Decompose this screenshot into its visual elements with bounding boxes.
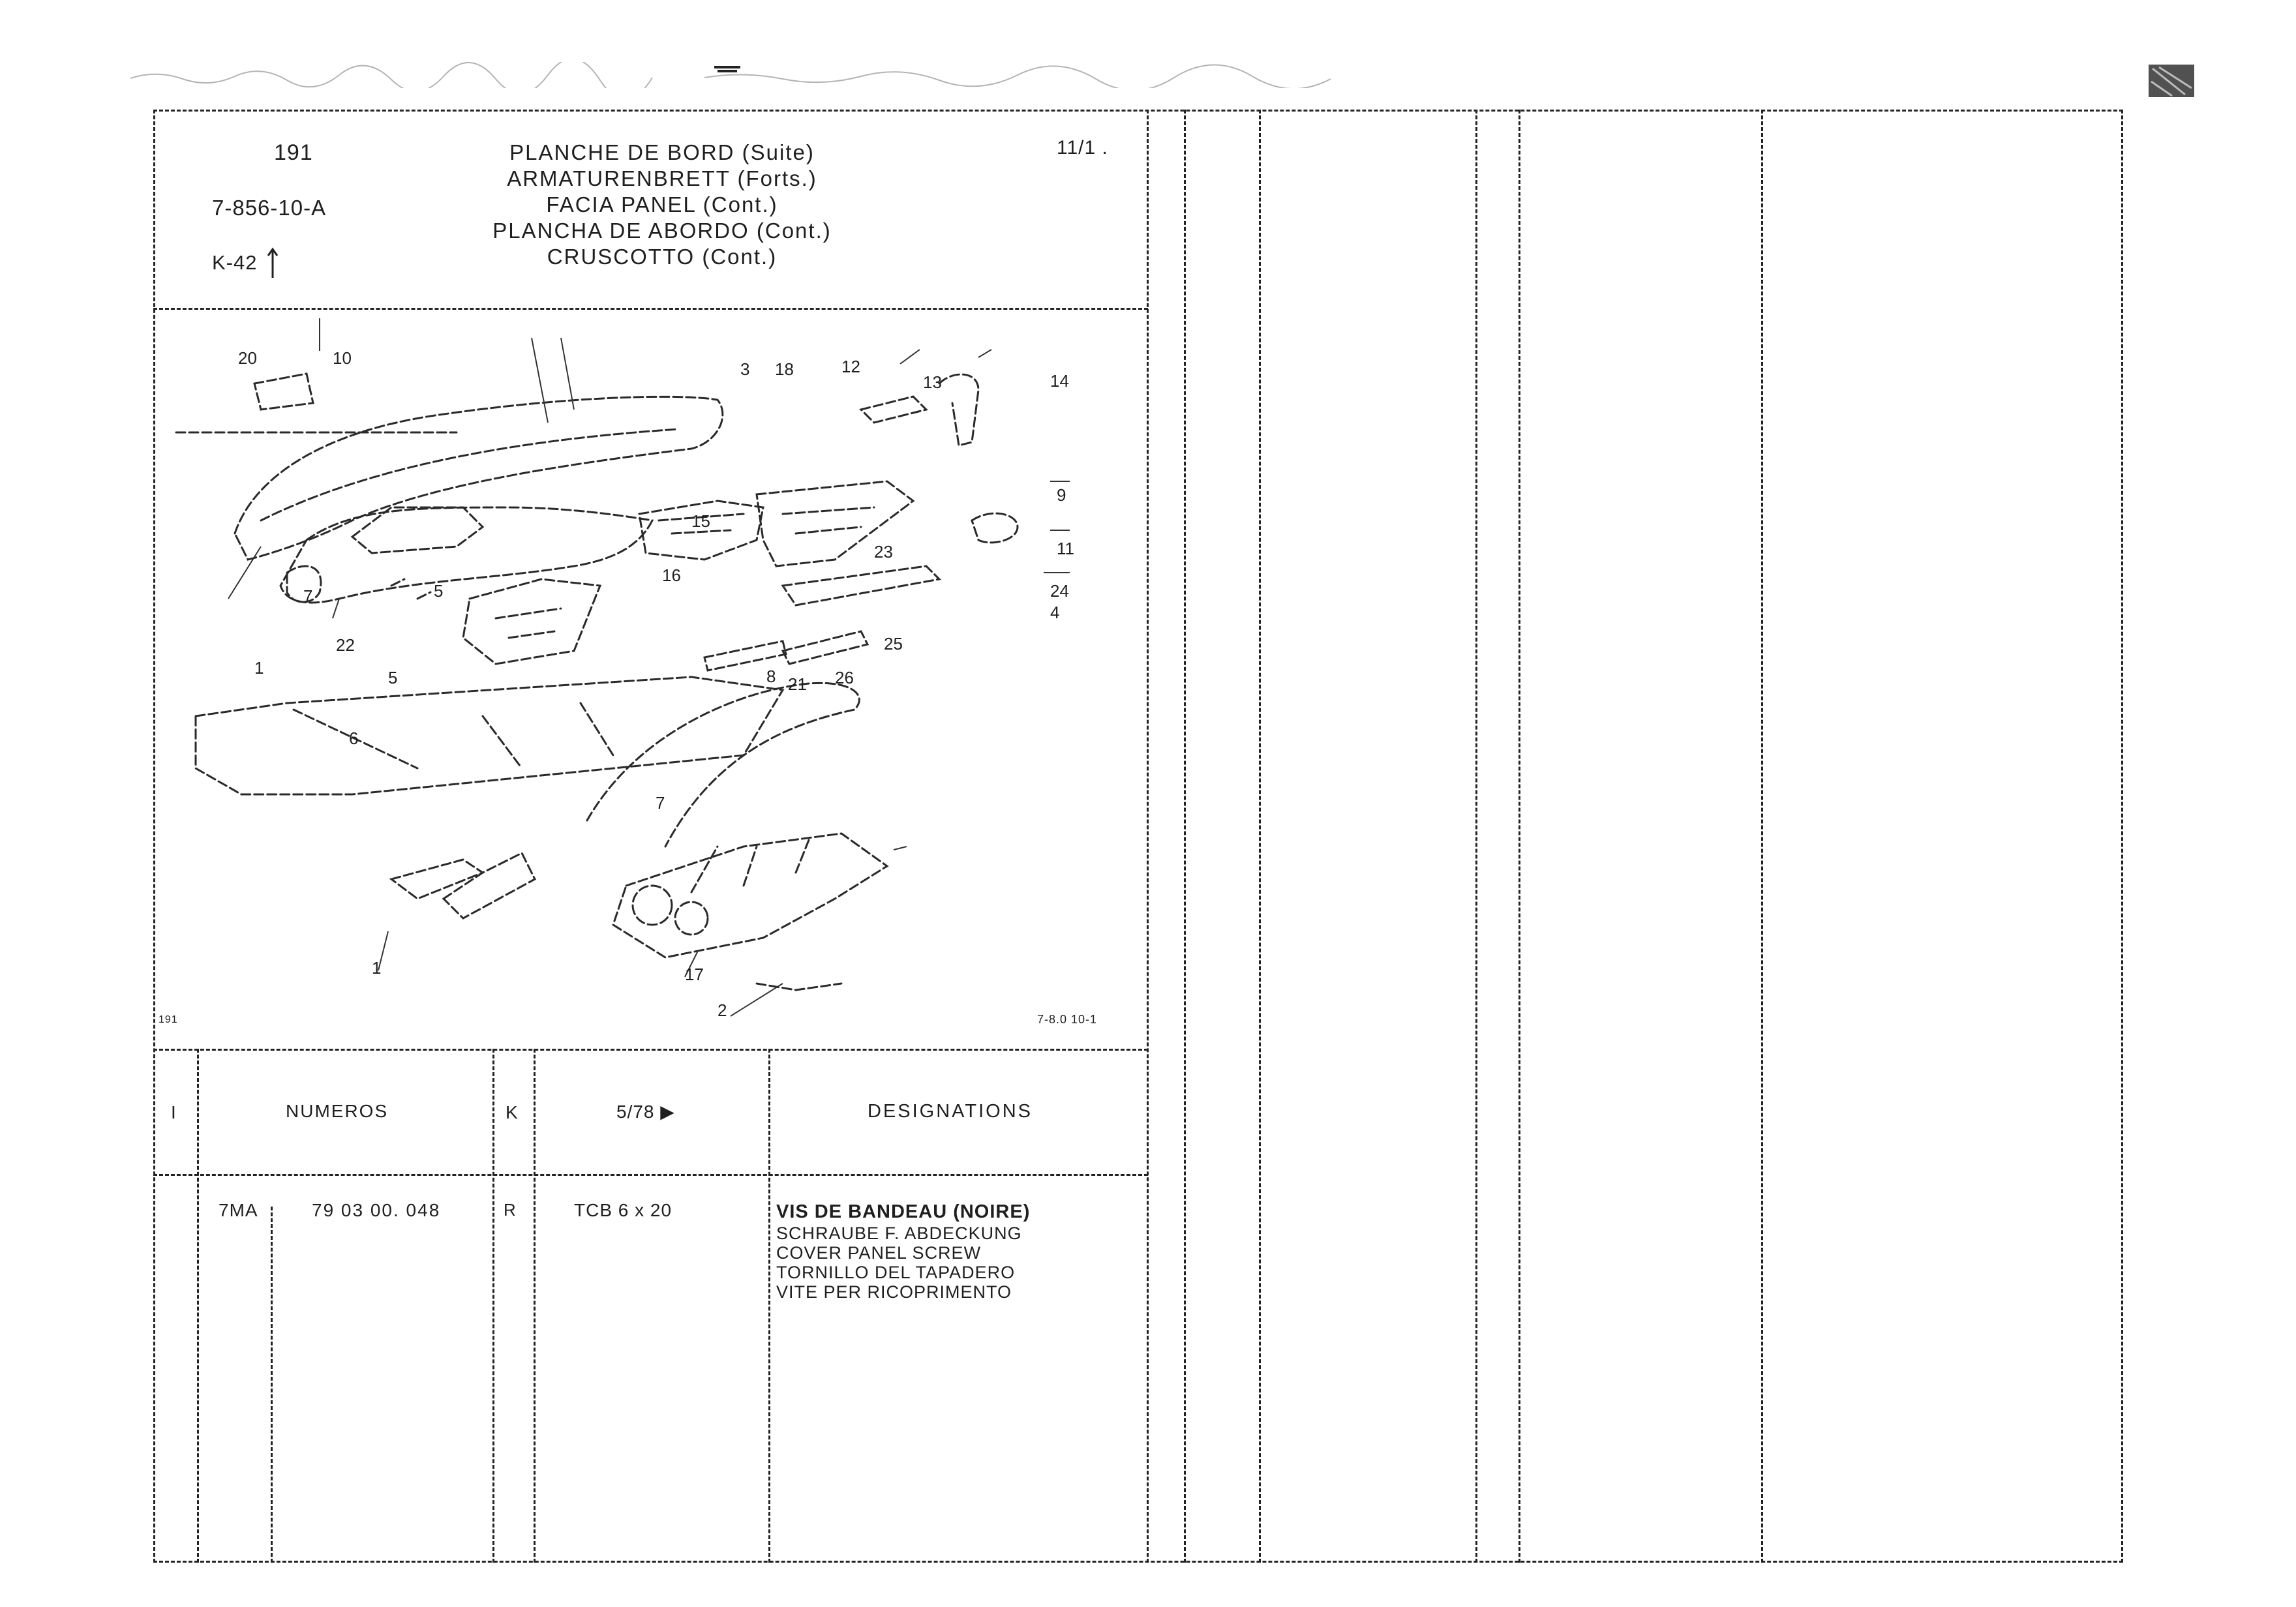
col-header-k: K (506, 1102, 519, 1122)
column-divider-6 (1761, 110, 1763, 1563)
table-col-numeros (492, 1049, 494, 1563)
diagram-callout: 17 (685, 965, 704, 984)
diagram-callout: 22 (336, 635, 355, 655)
header-divider (153, 308, 1148, 310)
diagram-callout: 4 (1050, 603, 1059, 622)
diagram-callout: 18 (775, 359, 794, 379)
designation-fr: VIS DE BANDEAU (NOIRE) (776, 1201, 1031, 1222)
col-header-numeros: NUMEROS (286, 1101, 389, 1121)
title-fr: PLANCHE DE BORD (Suite) (509, 140, 815, 164)
frame-top-line (153, 110, 2123, 112)
column-divider-4 (1475, 110, 1477, 1563)
frame-bottom-line (153, 1561, 2123, 1563)
page-number: 191 (274, 140, 313, 165)
diagram-callout: 24 (1050, 581, 1069, 601)
vehicle-code: K-42 (212, 251, 258, 274)
table-header-divider (153, 1174, 1148, 1176)
diagram-callout: 1 (254, 658, 264, 678)
table-col-prefix (271, 1207, 273, 1563)
column-divider-5 (1518, 110, 1520, 1563)
table-col-index (197, 1049, 199, 1563)
page-reference: 11/1 . (1057, 137, 1108, 158)
designation-it: VITE PER RICOPRIMENTO (776, 1282, 1012, 1302)
exploded-parts-diagram: 20 10 3 18 12 13 14 9 15 11 23 16 24 4 7… (175, 318, 1074, 1020)
arrow-up-icon (267, 247, 279, 278)
diagram-callout: 16 (662, 565, 681, 585)
row-k-code: R (504, 1200, 517, 1220)
diagram-callout: 5 (388, 668, 397, 687)
title-es: PLANCHA DE ABORDO (Cont.) (492, 218, 832, 243)
corner-stamp-mark (2149, 65, 2194, 97)
col-header-designations: DESIGNATIONS (868, 1101, 1033, 1122)
column-divider-3 (1259, 110, 1261, 1563)
diagram-callout: 7 (303, 586, 312, 606)
col-header-date: 5/78 ▶ (616, 1102, 675, 1122)
figure-reference: 7-8.0 10-1 (1037, 1013, 1098, 1026)
title-de: ARMATURENBRETT (Forts.) (507, 166, 817, 190)
diagram-callout: 20 (238, 348, 257, 368)
frame-left-line (153, 110, 155, 1563)
title-it: CRUSCOTTO (Cont.) (547, 245, 778, 269)
diagram-callout: 12 (841, 357, 860, 376)
diagram-callout: 15 (691, 511, 710, 531)
designation-en: COVER PANEL SCREW (776, 1243, 982, 1263)
diagram-callout: 11 (1057, 539, 1074, 558)
column-divider-2 (1184, 110, 1186, 1563)
frame-right-line (2121, 110, 2123, 1563)
designation-de: SCHRAUBE F. ABDECKUNG (776, 1224, 1022, 1243)
diagram-callout: 10 (333, 348, 352, 368)
diagram-callout: 2 (718, 1000, 727, 1020)
row-prefix: 7MA (219, 1200, 258, 1220)
col-header-index: I (171, 1102, 177, 1122)
diagram-callout: 26 (835, 668, 854, 687)
diagram-callout: 13 (923, 372, 942, 392)
title-en: FACIA PANEL (Cont.) (546, 192, 778, 217)
reference-code: 7-856-10-A (212, 196, 327, 220)
diagram-callout: 5 (434, 581, 443, 601)
diagram-callout: 21 (788, 674, 807, 694)
table-col-date (768, 1049, 770, 1563)
diagram-divider (153, 1049, 1148, 1051)
column1-right-line (1147, 110, 1149, 1563)
diagram-callout: 8 (766, 667, 776, 686)
diagram-callout: 23 (874, 542, 893, 562)
diagram-callout: 9 (1057, 485, 1066, 505)
row-spec: TCB 6 x 20 (574, 1200, 672, 1220)
diagram-callout: 25 (884, 634, 903, 653)
row-part-number: 79 03 00. 048 (312, 1200, 441, 1220)
diagram-callout: 3 (740, 359, 749, 379)
figure-number: 191 (159, 1014, 178, 1025)
diagram-callout: 7 (656, 793, 665, 813)
diagram-callout: 6 (349, 728, 358, 748)
scan-noise-strip (130, 62, 1331, 88)
table-col-k (534, 1049, 536, 1563)
diagram-callout: 14 (1050, 371, 1069, 391)
diagram-callout: 1 (372, 958, 381, 978)
designation-es: TORNILLO DEL TAPADERO (776, 1263, 1016, 1282)
